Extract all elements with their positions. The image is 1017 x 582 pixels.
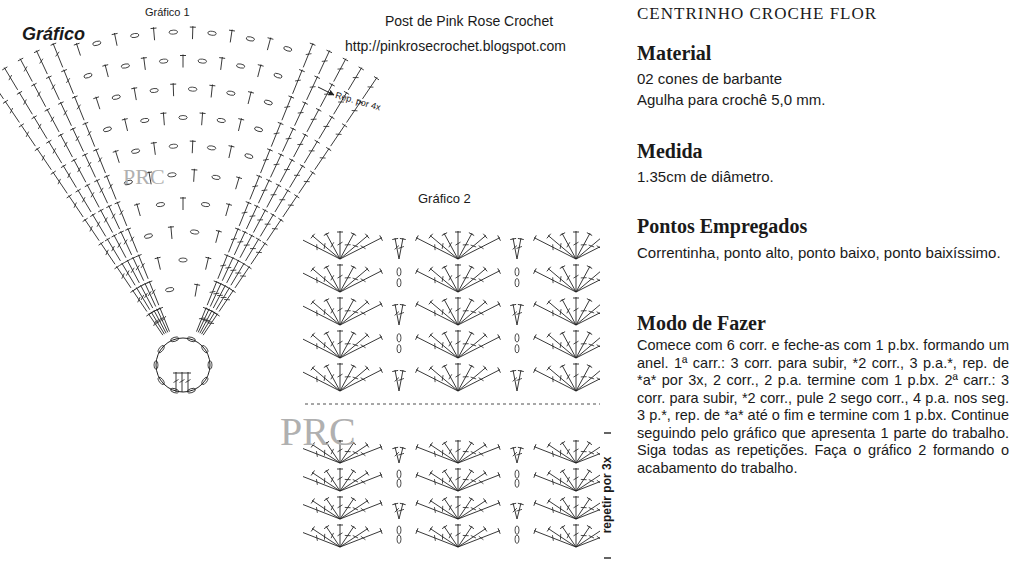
- credit-line: Post de Pink Rose Crochet: [385, 13, 553, 30]
- watermark: PRC: [123, 164, 165, 190]
- section-heading: Material: [637, 41, 711, 65]
- border-chart: [303, 231, 600, 547]
- body-text: Correntinha, ponto alto, ponto baixo, po…: [637, 244, 1009, 262]
- section-heading: Medida: [637, 139, 703, 163]
- chart-caption: Gráfico 2: [418, 191, 471, 207]
- body-text: 1.35cm de diâmetro.: [637, 168, 774, 186]
- body-text: 02 cones de barbante: [637, 70, 782, 88]
- section-heading: Pontos Empregados: [637, 214, 807, 238]
- chart-heading: Gráfico: [22, 23, 85, 45]
- body-text: Agulha para crochê 5,0 mm.: [637, 91, 825, 109]
- chart-caption: Gráfico 1: [145, 6, 190, 19]
- fan-chart: [0, 26, 379, 394]
- body-text: Comece com 6 corr. e feche-as com 1 p.bx…: [637, 337, 1009, 477]
- page-title: CENTRINHO CROCHE FLOR: [637, 4, 877, 24]
- watermark: PRC: [280, 408, 356, 456]
- repeat-note: Rep. por 4x: [334, 90, 382, 113]
- repeat-note: repetir por 3x: [600, 435, 614, 555]
- credit-url: http://pinkrosecrochet.blogspot.com: [345, 38, 566, 55]
- section-heading: Modo de Fazer: [637, 311, 766, 335]
